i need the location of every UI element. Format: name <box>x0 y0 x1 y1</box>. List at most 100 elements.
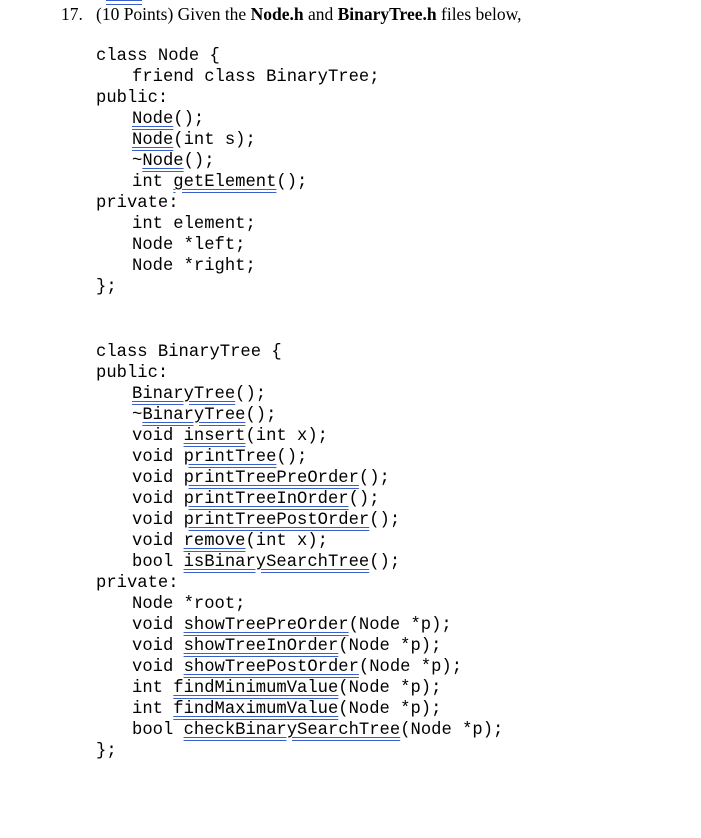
code-text: int <box>132 700 174 719</box>
function-name: Node <box>142 152 184 171</box>
code-text: (int x); <box>245 427 328 446</box>
code-text: (); <box>348 490 380 509</box>
function-name: showTreePostOrder <box>183 658 359 677</box>
code-text: (); <box>235 385 267 404</box>
code-text: (int s); <box>173 131 256 150</box>
code-line: friend class BinaryTree; <box>96 67 380 88</box>
code-text: ~ <box>132 406 143 425</box>
code-line: class Node { <box>96 46 380 67</box>
code-text: void <box>132 616 184 635</box>
code-line: void showTreePreOrder(Node *p); <box>96 615 503 636</box>
code-text: (); <box>173 110 205 129</box>
function-name: Node <box>132 110 174 129</box>
code-text: void <box>132 427 184 446</box>
code-text: void <box>132 637 184 656</box>
code-line: int findMinimumValue(Node *p); <box>96 678 503 699</box>
code-text: (Node *p); <box>358 658 463 677</box>
code-text: private: <box>96 574 179 593</box>
code-line: Node *right; <box>96 256 380 277</box>
code-text: (); <box>358 469 390 488</box>
code-text: (Node *p); <box>338 679 442 698</box>
question-number: 17. <box>61 4 83 24</box>
question-prefix: (10 Points) Given the <box>96 4 251 24</box>
function-name: BinaryTree <box>142 406 246 425</box>
code-text: class BinaryTree { <box>96 343 282 362</box>
code-line: int findMaximumValue(Node *p); <box>96 699 503 720</box>
code-text: Node *root; <box>132 595 246 614</box>
question-middle: and <box>303 4 338 24</box>
function-name: BinaryTree <box>132 385 236 404</box>
function-name: isBinarySearchTree <box>183 553 370 572</box>
code-text: (Node *p); <box>338 700 442 719</box>
code-text: (); <box>276 173 308 192</box>
node-class-code-block: class Node { friend class BinaryTree; publ… <box>96 46 380 298</box>
function-name: checkBinarySearchTree <box>183 721 401 740</box>
question-prompt: 17. (10 Points) Given the Node.h and Bina… <box>61 4 522 25</box>
code-line: public: <box>96 88 380 109</box>
code-text: class Node { <box>96 47 220 66</box>
function-name: printTreeInOrder <box>183 490 349 509</box>
binarytree-class-code-block: class BinaryTree {public:BinaryTree();~B… <box>96 342 503 762</box>
code-line: void printTreeInOrder(); <box>96 489 503 510</box>
code-text: friend class BinaryTree; <box>132 68 380 87</box>
code-line: int element; <box>96 214 380 235</box>
code-text: public: <box>96 364 169 383</box>
code-line: ~Node(); <box>96 151 380 172</box>
code-text: void <box>132 490 184 509</box>
function-name: printTreePreOrder <box>183 469 359 488</box>
code-text: int <box>132 173 174 192</box>
code-text: (); <box>245 406 277 425</box>
code-text: (); <box>369 553 401 572</box>
code-text: public: <box>96 89 169 108</box>
code-line: void printTreePreOrder(); <box>96 468 503 489</box>
code-text: void <box>132 448 184 467</box>
code-line: void showTreePostOrder(Node *p); <box>96 657 503 678</box>
code-line: }; <box>96 277 380 298</box>
function-name: remove <box>183 532 246 551</box>
code-line: Node(); <box>96 109 380 130</box>
function-name: printTreePostOrder <box>183 511 370 530</box>
code-text: (Node *p); <box>400 721 504 740</box>
code-line: Node *root; <box>96 594 503 615</box>
file-name-node: Node.h <box>250 4 304 24</box>
code-text: (int x); <box>245 532 328 551</box>
spellcheck-underline-mark <box>106 0 142 5</box>
code-line: BinaryTree(); <box>96 384 503 405</box>
code-text: ~ <box>132 152 143 171</box>
function-name: insert <box>183 427 246 446</box>
function-name: printTree <box>183 448 277 467</box>
file-name-binarytree: BinaryTree.h <box>337 4 437 24</box>
code-line: void remove(int x); <box>96 531 503 552</box>
code-line: void showTreeInOrder(Node *p); <box>96 636 503 657</box>
code-text: (Node *p); <box>338 637 442 656</box>
function-name: showTreePreOrder <box>183 616 349 635</box>
function-name: Node <box>132 131 174 150</box>
code-text: void <box>132 469 184 488</box>
code-text: void <box>132 532 184 551</box>
code-line: Node *left; <box>96 235 380 256</box>
code-line: void printTree(); <box>96 447 503 468</box>
code-line: public: <box>96 363 503 384</box>
function-name: getElement <box>173 173 277 192</box>
code-text: int <box>132 679 174 698</box>
code-text: (); <box>276 448 308 467</box>
code-line: bool checkBinarySearchTree(Node *p); <box>96 720 503 741</box>
function-name: showTreeInOrder <box>183 637 339 656</box>
code-line: ~BinaryTree(); <box>96 405 503 426</box>
code-text: (); <box>369 511 401 530</box>
code-line: void printTreePostOrder(); <box>96 510 503 531</box>
code-line: private: <box>96 193 380 214</box>
code-text: bool <box>132 721 184 740</box>
function-name: findMaximumValue <box>173 700 339 719</box>
code-text: bool <box>132 553 184 572</box>
code-line: void insert(int x); <box>96 426 503 447</box>
code-text: Node *right; <box>132 257 256 276</box>
code-text: int element; <box>132 215 256 234</box>
code-line: }; <box>96 741 503 762</box>
code-text: void <box>132 511 184 530</box>
code-text: void <box>132 658 184 677</box>
code-text: (); <box>183 152 215 171</box>
code-line: Node(int s); <box>96 130 380 151</box>
code-text: }; <box>96 742 117 761</box>
function-name: findMinimumValue <box>173 679 339 698</box>
